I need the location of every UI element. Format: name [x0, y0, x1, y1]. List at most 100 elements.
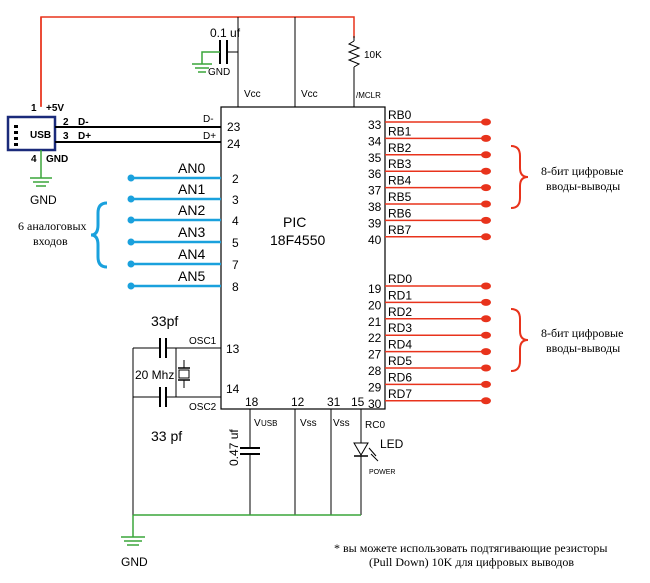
resistor-label: 10K: [364, 50, 382, 61]
pin-num-20: 20: [368, 298, 382, 312]
pin-num-14: 14: [226, 382, 240, 396]
pin-num-2: 2: [232, 172, 239, 186]
pin-name-rb4: RB4: [388, 174, 412, 188]
pin-num-4: 4: [232, 214, 239, 228]
led-sub-label: POWER: [369, 469, 395, 476]
terminal-rd7: [481, 397, 491, 405]
analog-brace: [90, 201, 108, 269]
usb-pin1-num: 1: [31, 103, 37, 114]
pin-name-rd6: RD6: [388, 370, 412, 384]
power-led: LED POWER: [353, 409, 404, 515]
usb-pin3-num: 3: [63, 131, 69, 142]
pin-num-38: 38: [368, 200, 382, 214]
pin-name-rb1: RB1: [388, 124, 412, 138]
pin-name-rb6: RB6: [388, 206, 412, 220]
vusb-capacitor: 0.47 uf: [227, 409, 260, 515]
footnote-line1: * вы можете использовать подтягивающие р…: [334, 541, 607, 555]
analog-terminal-an4: [127, 260, 135, 268]
analog-name-an5: AN5: [178, 268, 205, 284]
decoupling-cap-label: 0.1 uf: [210, 26, 241, 40]
footnote-line2: (Pull Down) 10K для цифровых выводов: [369, 555, 574, 569]
gnd-label-top: GND: [208, 67, 230, 78]
rc0-label: RC0: [365, 420, 385, 431]
analog-terminal-an1: [127, 195, 135, 203]
pin-name-rd2: RD2: [388, 305, 412, 319]
pin-num-21: 21: [368, 315, 382, 329]
terminal-rd6: [481, 380, 491, 388]
terminal-rb0: [481, 118, 491, 126]
analog-name-an0: AN0: [178, 160, 205, 176]
pin-name-rd5: RD5: [388, 354, 412, 368]
port-b-note-line1: 8-бит цифровые: [541, 164, 623, 178]
pin-num-5: 5: [232, 236, 239, 250]
terminal-rb3: [481, 167, 491, 175]
pin-name-rd3: RD3: [388, 321, 412, 335]
pin-num-27: 27: [368, 348, 382, 362]
usb-connector: USB 1 +5V 2 D- 3 D+ 4 GND GND: [6, 103, 221, 207]
terminal-rb5: [481, 200, 491, 208]
port-b-note-line2: вводы-выводы: [546, 179, 620, 193]
osc1-label: OSC1: [189, 336, 217, 347]
vusb-label-sub: USB: [261, 419, 277, 428]
usb-label: USB: [30, 130, 51, 141]
analog-note-line2: входов: [33, 234, 68, 248]
pin-num-3: 3: [232, 193, 239, 207]
terminal-rd4: [481, 348, 491, 356]
terminal-rb4: [481, 184, 491, 192]
pin-name-rd0: RD0: [388, 272, 412, 286]
pin-name-rd4: RD4: [388, 338, 412, 352]
mclr-label: /MCLR: [356, 91, 381, 100]
pin-num-22: 22: [368, 331, 382, 345]
terminal-rd5: [481, 364, 491, 372]
terminal-rd0: [481, 282, 491, 290]
chip-dplus-label: D+: [203, 131, 216, 142]
analog-terminal-an0: [127, 174, 135, 182]
vcc2-label: Vcc: [301, 89, 318, 100]
crystal-label: 20 Mhz: [135, 368, 174, 382]
cap-bottom-label: 33 pf: [151, 428, 182, 444]
terminal-rd1: [481, 298, 491, 306]
decoupling-capacitor: 0.1 uf GND: [192, 17, 296, 107]
pin-name-rb3: RB3: [388, 157, 412, 171]
terminal-rb7: [481, 233, 491, 241]
chip-name-line1: PIC: [283, 214, 306, 230]
pin-name-rb5: RB5: [388, 190, 412, 204]
terminal-rd2: [481, 315, 491, 323]
ground-bus: GND: [121, 514, 361, 569]
chip-body: [220, 106, 386, 410]
terminal-rb1: [481, 134, 491, 142]
vss2-label: Vss: [333, 418, 350, 429]
pin-num-40: 40: [368, 233, 382, 247]
terminal-rd3: [481, 331, 491, 339]
usb-pin2-name: D-: [78, 117, 89, 128]
vss1-label: Vss: [300, 418, 317, 429]
vcc-rail: [40, 16, 355, 107]
pin-num-39: 39: [368, 216, 382, 230]
pin-num-7: 7: [232, 258, 239, 272]
pin-num-33: 33: [368, 118, 382, 132]
pin-num-28: 28: [368, 364, 382, 378]
pin-num-13: 13: [226, 342, 240, 356]
pin-num-29: 29: [368, 380, 382, 394]
analog-terminal-an2: [127, 216, 135, 224]
pin-name-rb2: RB2: [388, 141, 412, 155]
terminal-rb2: [481, 151, 491, 159]
pin-num-18: 18: [245, 395, 259, 409]
pin-num-36: 36: [368, 167, 382, 181]
analog-terminal-an3: [127, 238, 135, 246]
pin-num-8: 8: [232, 280, 239, 294]
pin-num-35: 35: [368, 151, 382, 165]
usb-pin4-name: GND: [46, 154, 68, 165]
usb-pin1-name: +5V: [46, 103, 64, 114]
gnd-label-usb: GND: [30, 193, 57, 207]
pin-num-23: 23: [227, 120, 241, 134]
pin-num-31: 31: [327, 395, 341, 409]
mclr-resistor: 10K: [347, 36, 382, 107]
analog-name-an3: AN3: [178, 224, 205, 240]
chip-dminus-label: D-: [203, 114, 214, 125]
port-d-note-line2: вводы-выводы: [546, 341, 620, 355]
pin-name-rb7: RB7: [388, 223, 412, 237]
analog-name-an4: AN4: [178, 246, 205, 262]
